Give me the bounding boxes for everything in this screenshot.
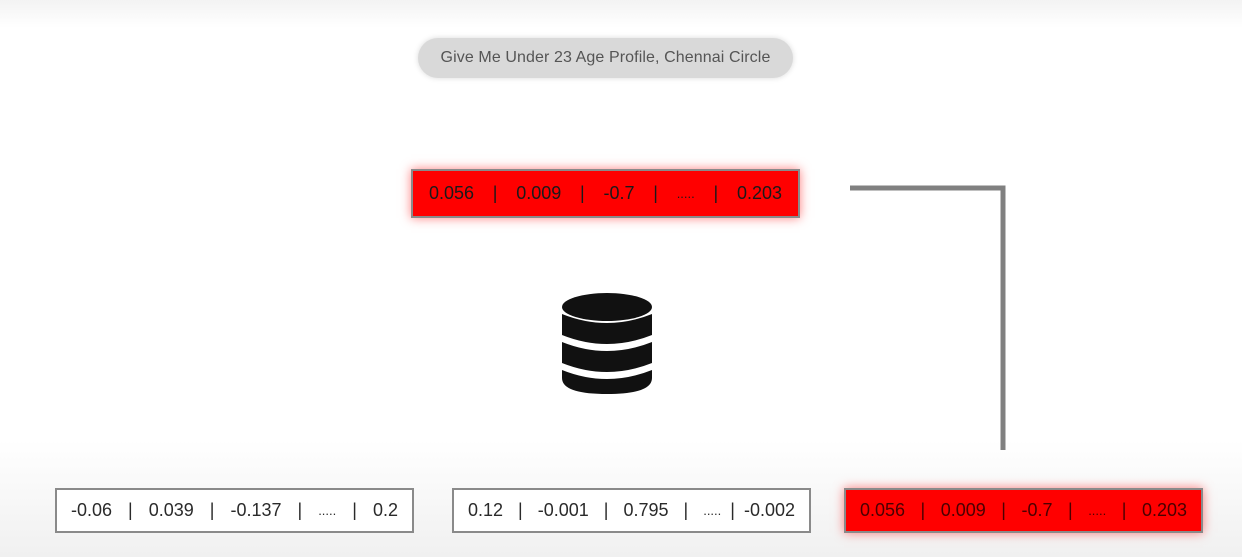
stored-vector-1: -0.06 | 0.039 | -0.137 | ..... | 0.2 <box>55 488 414 533</box>
vector-separator: | <box>492 183 498 203</box>
vector-separator: | <box>1001 500 1006 520</box>
vector-separator: | <box>128 500 133 520</box>
vector-separator: | <box>920 500 926 520</box>
vector-value: 0.2 <box>372 500 398 520</box>
vector-separator: | <box>209 500 215 520</box>
vector-value: -0.002 <box>743 500 795 520</box>
vector-separator: | <box>352 500 357 520</box>
vector-separator: | <box>518 500 523 520</box>
query-pill: Give Me Under 23 Age Profile, Chennai Ci… <box>418 38 793 78</box>
vector-ellipsis: ..... <box>318 503 337 518</box>
vector-separator: | <box>603 500 609 520</box>
vector-value: -0.7 <box>603 183 635 203</box>
connector-line <box>850 185 1006 450</box>
vector-value: -0.001 <box>537 500 589 520</box>
vector-value: 0.795 <box>623 500 669 520</box>
vector-value: 0.056 <box>860 500 906 520</box>
vector-separator: | <box>730 500 735 520</box>
vector-value: -0.137 <box>230 500 282 520</box>
vector-value: 0.009 <box>516 183 562 203</box>
database-icon <box>562 293 652 394</box>
vector-value: -0.7 <box>1021 500 1053 520</box>
query-text: Give Me Under 23 Age Profile, Chennai Ci… <box>440 49 771 66</box>
vector-value: 0.203 <box>736 183 782 203</box>
vector-value: 0.039 <box>148 500 194 520</box>
vector-separator: | <box>297 500 303 520</box>
vector-value: 0.056 <box>429 183 475 203</box>
vector-ellipsis: ..... <box>703 503 722 518</box>
vector-separator: | <box>683 500 689 520</box>
vector-ellipsis: ..... <box>676 186 695 201</box>
vector-value: 0.009 <box>940 500 986 520</box>
stored-vector-3-match: 0.056 | 0.009 | -0.7 | ..... | 0.203 <box>844 488 1203 533</box>
vector-value: 0.203 <box>1141 500 1187 520</box>
vector-value: -0.06 <box>71 500 113 520</box>
vector-separator: | <box>1068 500 1073 520</box>
vector-separator: | <box>580 183 585 203</box>
vector-separator: | <box>1121 500 1127 520</box>
vector-separator: | <box>653 183 658 203</box>
stored-vector-2: 0.12 | -0.001 | 0.795 | ..... | -0.002 <box>452 488 811 533</box>
query-vector: 0.056 | 0.009 | -0.7 | ..... | 0.203 <box>411 169 800 218</box>
vector-value: 0.12 <box>468 500 504 520</box>
vector-separator: | <box>713 183 719 203</box>
vector-ellipsis: ..... <box>1088 503 1107 518</box>
